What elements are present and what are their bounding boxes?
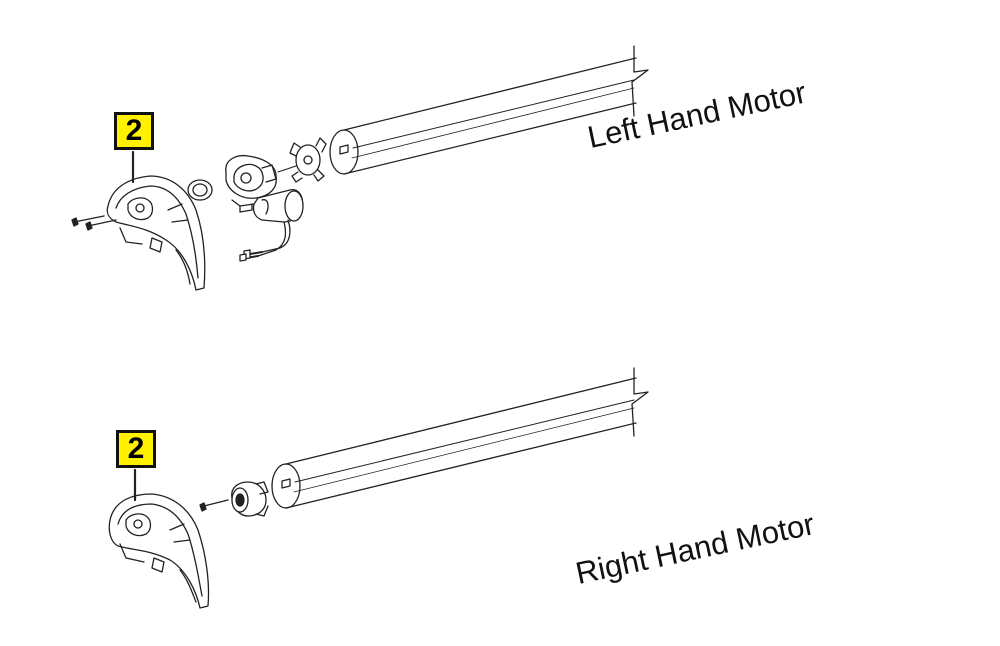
left-crown-adapter (289, 137, 327, 183)
left-spacer-ring (187, 179, 213, 201)
right-hand-assembly (108, 367, 649, 609)
left-end-bracket (106, 175, 206, 291)
left-mounting-screws (71, 215, 117, 231)
left-hand-assembly (71, 45, 649, 291)
left-roller-tube (329, 45, 649, 175)
right-drive-head (231, 481, 269, 517)
left-drive-shaft (277, 165, 297, 173)
left-motor-capacitor (252, 189, 304, 223)
left-callout-number: 2 (114, 112, 154, 150)
right-end-bracket (108, 493, 210, 609)
right-callout-number: 2 (116, 430, 156, 468)
right-pin (199, 499, 229, 512)
right-roller-tube (271, 367, 649, 509)
left-wiring-leads (239, 219, 291, 262)
